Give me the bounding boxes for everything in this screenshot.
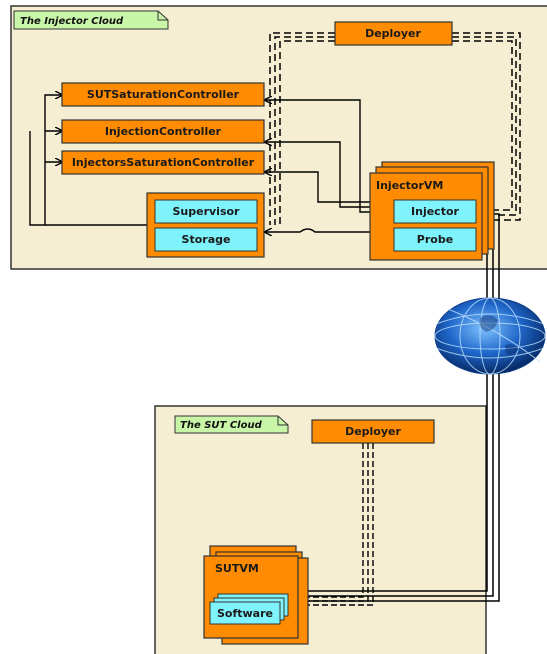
probe: Probe	[394, 228, 476, 251]
injector-deployer: Deployer	[335, 22, 452, 45]
monitoring-node: Supervisor Storage	[147, 193, 264, 257]
supervisor: Supervisor	[155, 200, 257, 223]
injector-vm-stack: InjectorVM Injector Probe	[370, 162, 494, 260]
storage: Storage	[155, 228, 257, 251]
injector-label: Injector	[411, 205, 459, 218]
injectors-saturation-controller-label: InjectorsSaturationController	[72, 156, 255, 169]
injector-deployer-label: Deployer	[365, 27, 421, 40]
sut-vm-stack: SUTVM Software	[204, 546, 308, 644]
sut-vm-title: SUTVM	[215, 562, 259, 575]
globe-icon	[435, 298, 545, 374]
injection-controller-label: InjectionController	[105, 125, 222, 138]
sut-saturation-controller: SUTSaturationController	[62, 83, 264, 106]
sut-saturation-controller-label: SUTSaturationController	[87, 88, 240, 101]
software: Software	[210, 602, 280, 624]
injector-cloud-title: The Injector Cloud	[20, 16, 124, 27]
injection-controller: InjectionController	[62, 120, 264, 143]
injector: Injector	[394, 200, 476, 223]
probe-label: Probe	[417, 233, 453, 246]
software-label: Software	[217, 607, 273, 620]
sut-deployer: Deployer	[312, 420, 434, 443]
sut-cloud-title-tab: The SUT Cloud	[175, 416, 288, 433]
storage-label: Storage	[182, 233, 231, 246]
sut-cloud-title: The SUT Cloud	[180, 420, 263, 431]
injector-cloud-title-tab: The Injector Cloud	[14, 11, 168, 29]
injectors-saturation-controller: InjectorsSaturationController	[62, 151, 264, 174]
injector-vm-title: InjectorVM	[376, 179, 443, 192]
supervisor-label: Supervisor	[173, 205, 241, 218]
sut-deployer-label: Deployer	[345, 425, 401, 438]
